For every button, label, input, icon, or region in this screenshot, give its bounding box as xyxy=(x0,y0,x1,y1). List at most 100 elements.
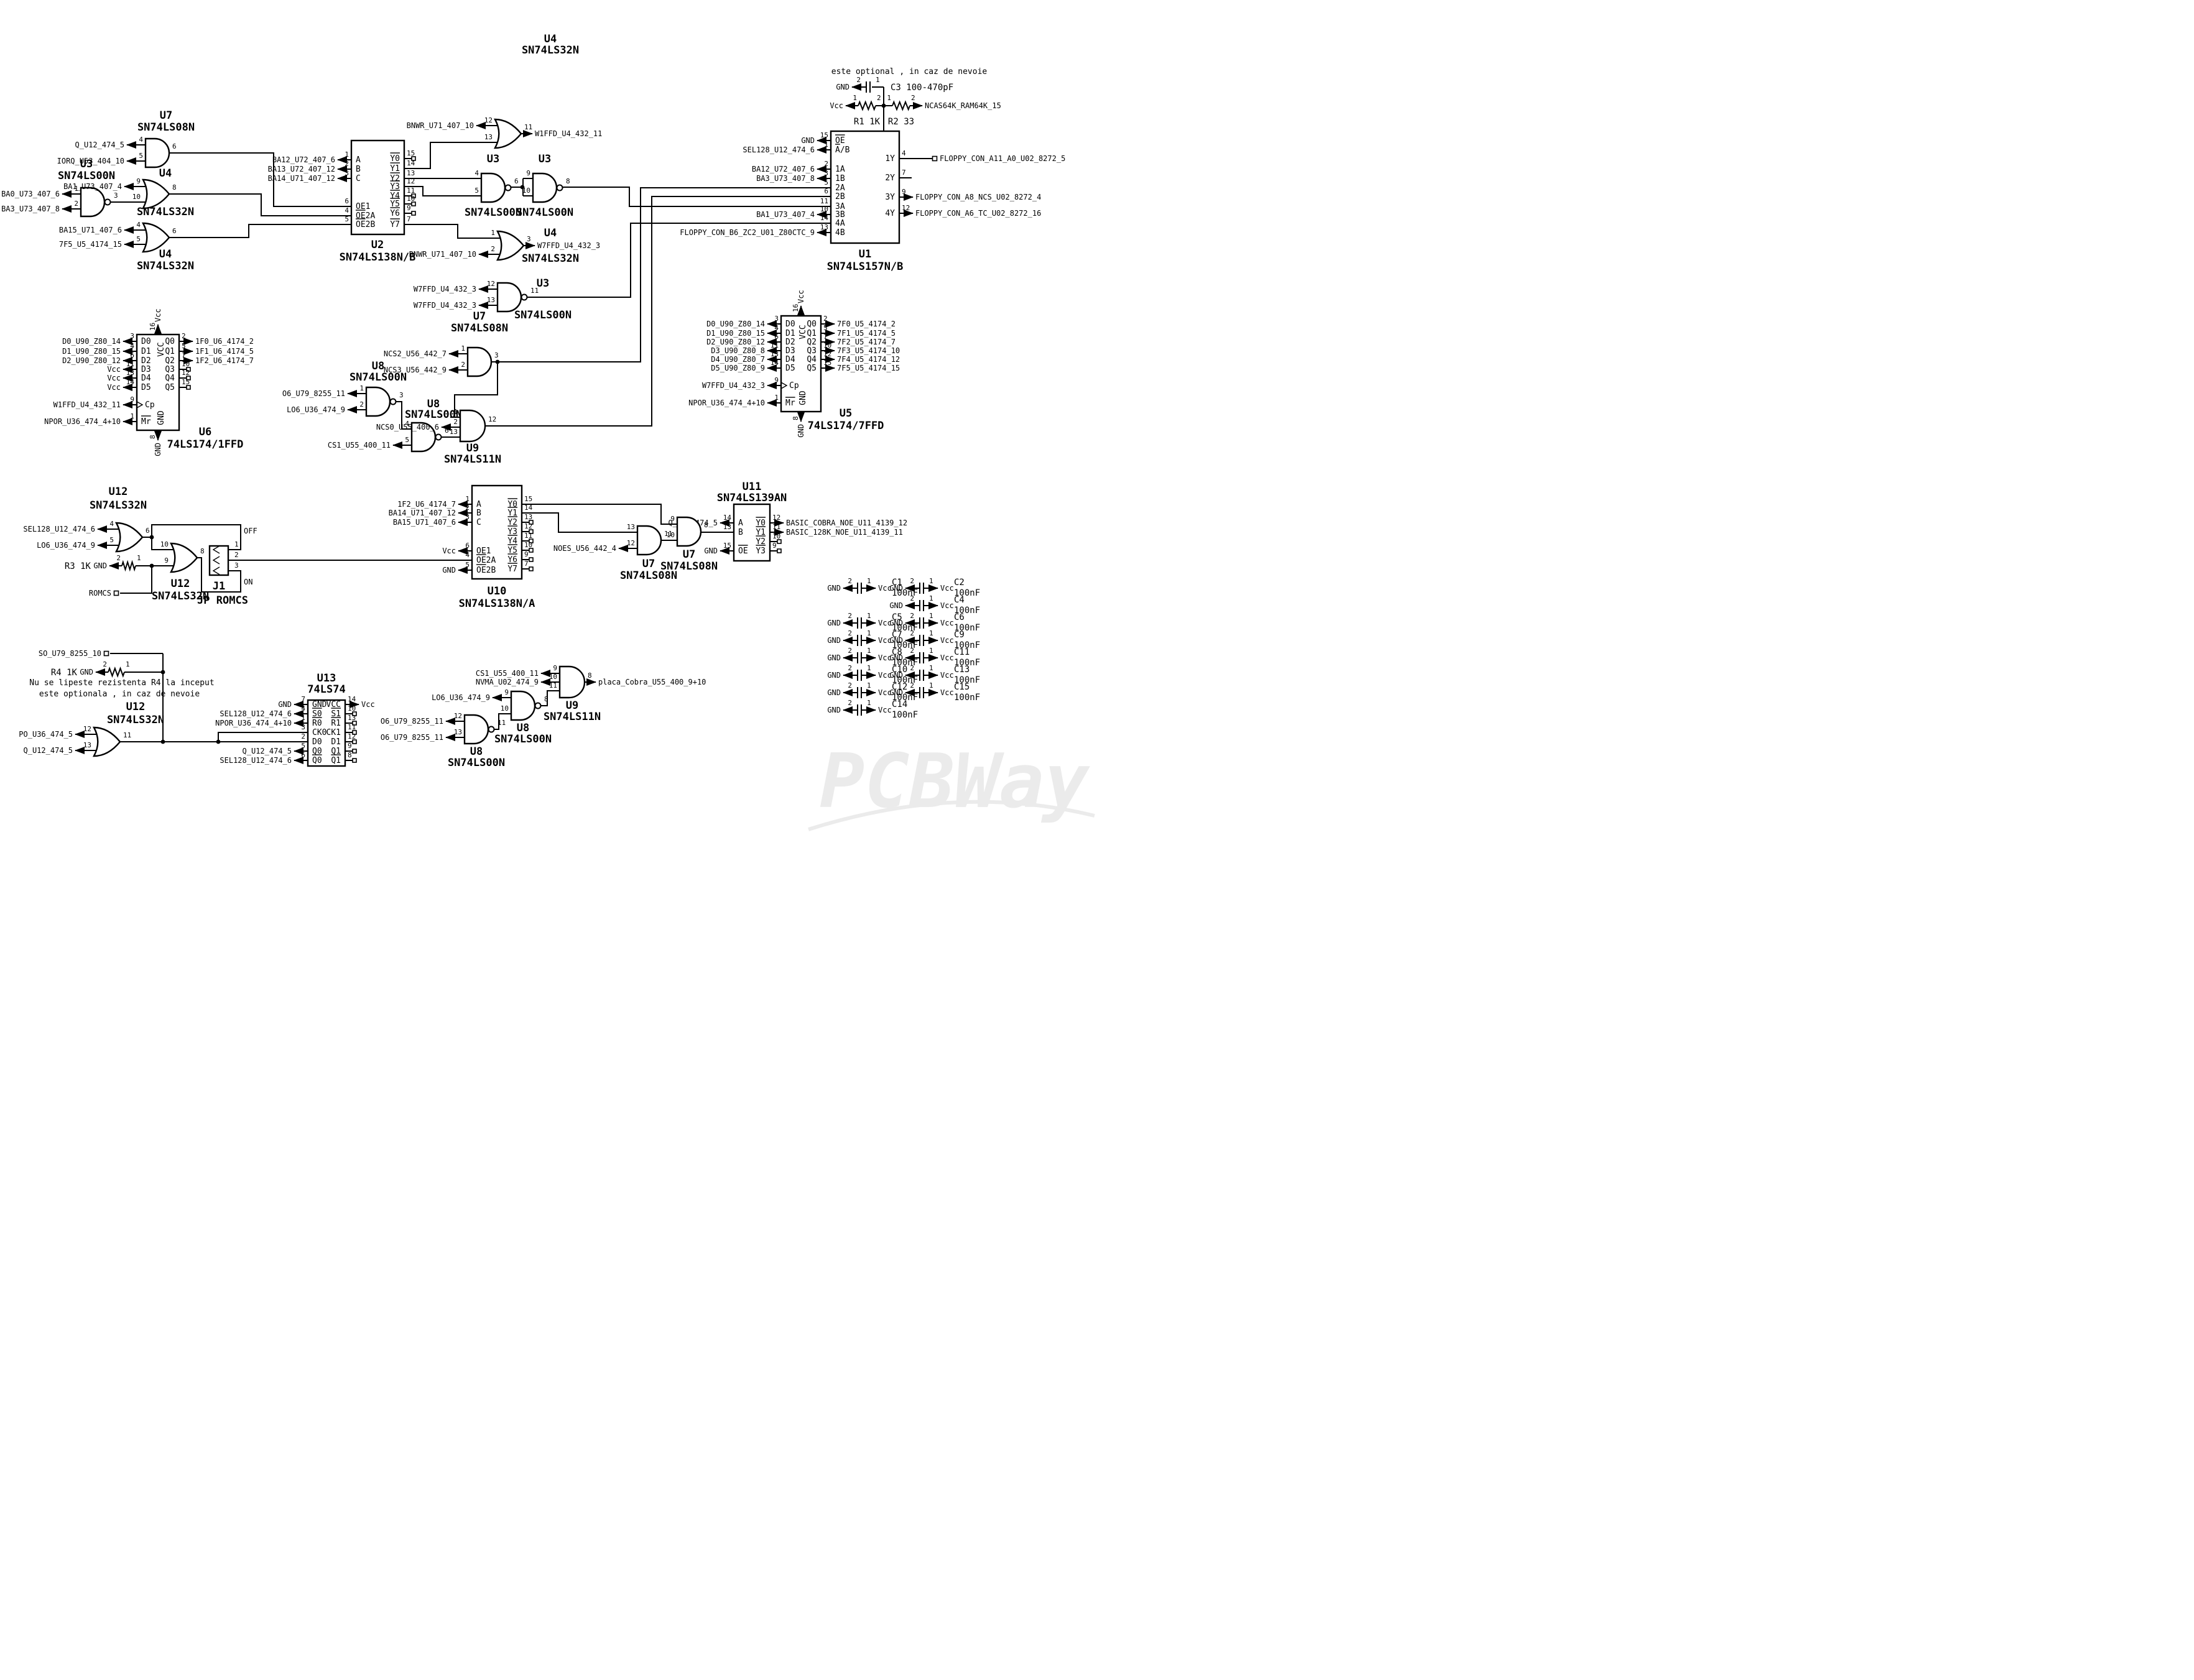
note: este optional , in caz de nevoie xyxy=(831,67,988,76)
svg-text:OFF: OFF xyxy=(244,527,257,535)
svg-text:7: 7 xyxy=(301,695,305,703)
svg-text:1: 1 xyxy=(824,141,828,149)
svg-text:2: 2 xyxy=(103,660,107,668)
svg-text:SN74LS00N: SN74LS00N xyxy=(465,206,522,219)
svg-text:D5_U90_Z80_9: D5_U90_Z80_9 xyxy=(711,364,765,372)
svg-text:PCBWay: PCBWay xyxy=(820,739,1090,825)
svg-text:placa_Cobra_U55_400_9+10: placa_Cobra_U55_400_9+10 xyxy=(598,678,706,686)
svg-text:7F5_U5_4174_15: 7F5_U5_4174_15 xyxy=(59,240,122,249)
svg-text:1: 1 xyxy=(929,612,933,620)
svg-text:SN74LS00N: SN74LS00N xyxy=(494,733,552,745)
svg-text:SEL128_U12_474_6: SEL128_U12_474_6 xyxy=(743,145,815,154)
svg-text:1: 1 xyxy=(130,412,134,420)
svg-text:Mr: Mr xyxy=(785,399,795,408)
svg-text:Q2: Q2 xyxy=(165,356,175,366)
svg-text:BA15_U71_407_6: BA15_U71_407_6 xyxy=(393,518,456,527)
svg-text:9: 9 xyxy=(164,556,169,565)
svg-text:11: 11 xyxy=(524,532,532,540)
svg-text:2A: 2A xyxy=(835,183,845,193)
svg-text:BA12_U72_407_6: BA12_U72_407_6 xyxy=(752,165,815,173)
svg-text:6: 6 xyxy=(301,751,305,759)
gate-U7b: NCS2_U56_442_7NCS3_U56_442_9123U7SN74LS0… xyxy=(384,310,508,377)
svg-text:7F5_U5_4174_15: 7F5_U5_4174_15 xyxy=(837,364,900,372)
svg-text:7: 7 xyxy=(182,351,186,359)
svg-text:1A: 1A xyxy=(835,165,845,174)
svg-text:5: 5 xyxy=(109,536,114,544)
svg-text:10: 10 xyxy=(348,704,356,713)
svg-text:NPOR_U36_474_4+10: NPOR_U36_474_4+10 xyxy=(215,719,292,727)
svg-text:4: 4 xyxy=(130,342,134,350)
svg-text:D1: D1 xyxy=(141,347,151,356)
svg-text:3: 3 xyxy=(494,351,499,359)
svg-text:1: 1 xyxy=(929,629,933,637)
svg-text:SN74LS11N: SN74LS11N xyxy=(444,453,501,466)
svg-text:U7: U7 xyxy=(683,548,695,561)
svg-text:Y2: Y2 xyxy=(756,537,766,547)
svg-text:8: 8 xyxy=(544,695,548,703)
svg-text:GND: GND xyxy=(80,668,93,676)
gate-U8c: O6_U79_8255_11O6_U79_8255_11121311U8SN74… xyxy=(381,712,506,769)
svg-text:1F0_U6_4174_2: 1F0_U6_4174_2 xyxy=(195,337,254,346)
svg-text:D1: D1 xyxy=(331,737,341,747)
wires-layer xyxy=(110,86,932,744)
svg-text:1: 1 xyxy=(853,94,857,102)
svg-text:R2 33: R2 33 xyxy=(888,117,914,127)
svg-text:11: 11 xyxy=(664,530,672,538)
svg-text:Vcc: Vcc xyxy=(940,671,954,680)
svg-text:11: 11 xyxy=(771,341,779,349)
svg-text:100nF: 100nF xyxy=(954,658,980,668)
svg-text:VCC: VCC xyxy=(326,700,341,709)
svg-text:O6_U79_8255_11: O6_U79_8255_11 xyxy=(282,389,345,398)
svg-text:NOES_U56_442_4: NOES_U56_442_4 xyxy=(553,544,616,553)
svg-text:C9: C9 xyxy=(954,630,965,640)
svg-text:D1: D1 xyxy=(785,329,795,338)
svg-text:13: 13 xyxy=(820,223,828,231)
svg-text:SN74LS00N: SN74LS00N xyxy=(516,206,573,219)
svg-text:C7: C7 xyxy=(892,630,902,640)
svg-text:Y0: Y0 xyxy=(390,154,400,164)
svg-text:9: 9 xyxy=(670,515,675,523)
svg-text:Vcc: Vcc xyxy=(878,706,892,714)
svg-text:11: 11 xyxy=(407,187,415,195)
svg-text:FLOPPY_CON_B6_ZC2_U01_Z80CTC_9: FLOPPY_CON_B6_ZC2_U01_Z80CTC_9 xyxy=(680,228,815,237)
svg-text:SN74LS139AN: SN74LS139AN xyxy=(717,492,787,504)
svg-text:4: 4 xyxy=(405,420,409,428)
svg-text:2: 2 xyxy=(848,629,852,637)
svg-text:Q1: Q1 xyxy=(807,329,817,338)
svg-text:U2: U2 xyxy=(371,239,384,251)
svg-text:1: 1 xyxy=(234,540,239,548)
svg-text:B: B xyxy=(356,165,361,174)
svg-text:Q0: Q0 xyxy=(807,320,817,329)
svg-text:JP ROMCS: JP ROMCS xyxy=(197,594,248,607)
svg-text:1: 1 xyxy=(867,612,871,620)
svg-text:D5: D5 xyxy=(785,364,795,373)
svg-text:10: 10 xyxy=(549,673,557,681)
svg-text:Y4: Y4 xyxy=(507,537,517,546)
svg-text:U1: U1 xyxy=(859,248,871,261)
svg-text:U7: U7 xyxy=(160,109,172,122)
svg-text:Q_U12_474_5: Q_U12_474_5 xyxy=(24,746,73,755)
svg-text:9: 9 xyxy=(130,395,134,404)
svg-text:4: 4 xyxy=(474,169,479,177)
svg-text:100nF: 100nF xyxy=(954,588,980,598)
svg-text:GND: GND xyxy=(93,561,107,570)
svg-text:2: 2 xyxy=(461,361,465,369)
svg-text:C15: C15 xyxy=(954,682,970,692)
svg-text:U3: U3 xyxy=(537,277,549,290)
svg-text:14: 14 xyxy=(407,159,415,167)
svg-text:7F0_U5_4174_2: 7F0_U5_4174_2 xyxy=(837,320,896,328)
svg-text:1: 1 xyxy=(491,229,495,237)
svg-text:U6: U6 xyxy=(199,426,211,438)
svg-text:BA13_U72_407_12: BA13_U72_407_12 xyxy=(268,165,335,173)
svg-text:6: 6 xyxy=(146,527,150,535)
svg-text:1F2_U6_4174_7: 1F2_U6_4174_7 xyxy=(195,356,254,365)
svg-text:Vcc: Vcc xyxy=(154,308,162,322)
svg-text:1Y: 1Y xyxy=(885,154,895,164)
svg-text:12: 12 xyxy=(407,177,415,185)
